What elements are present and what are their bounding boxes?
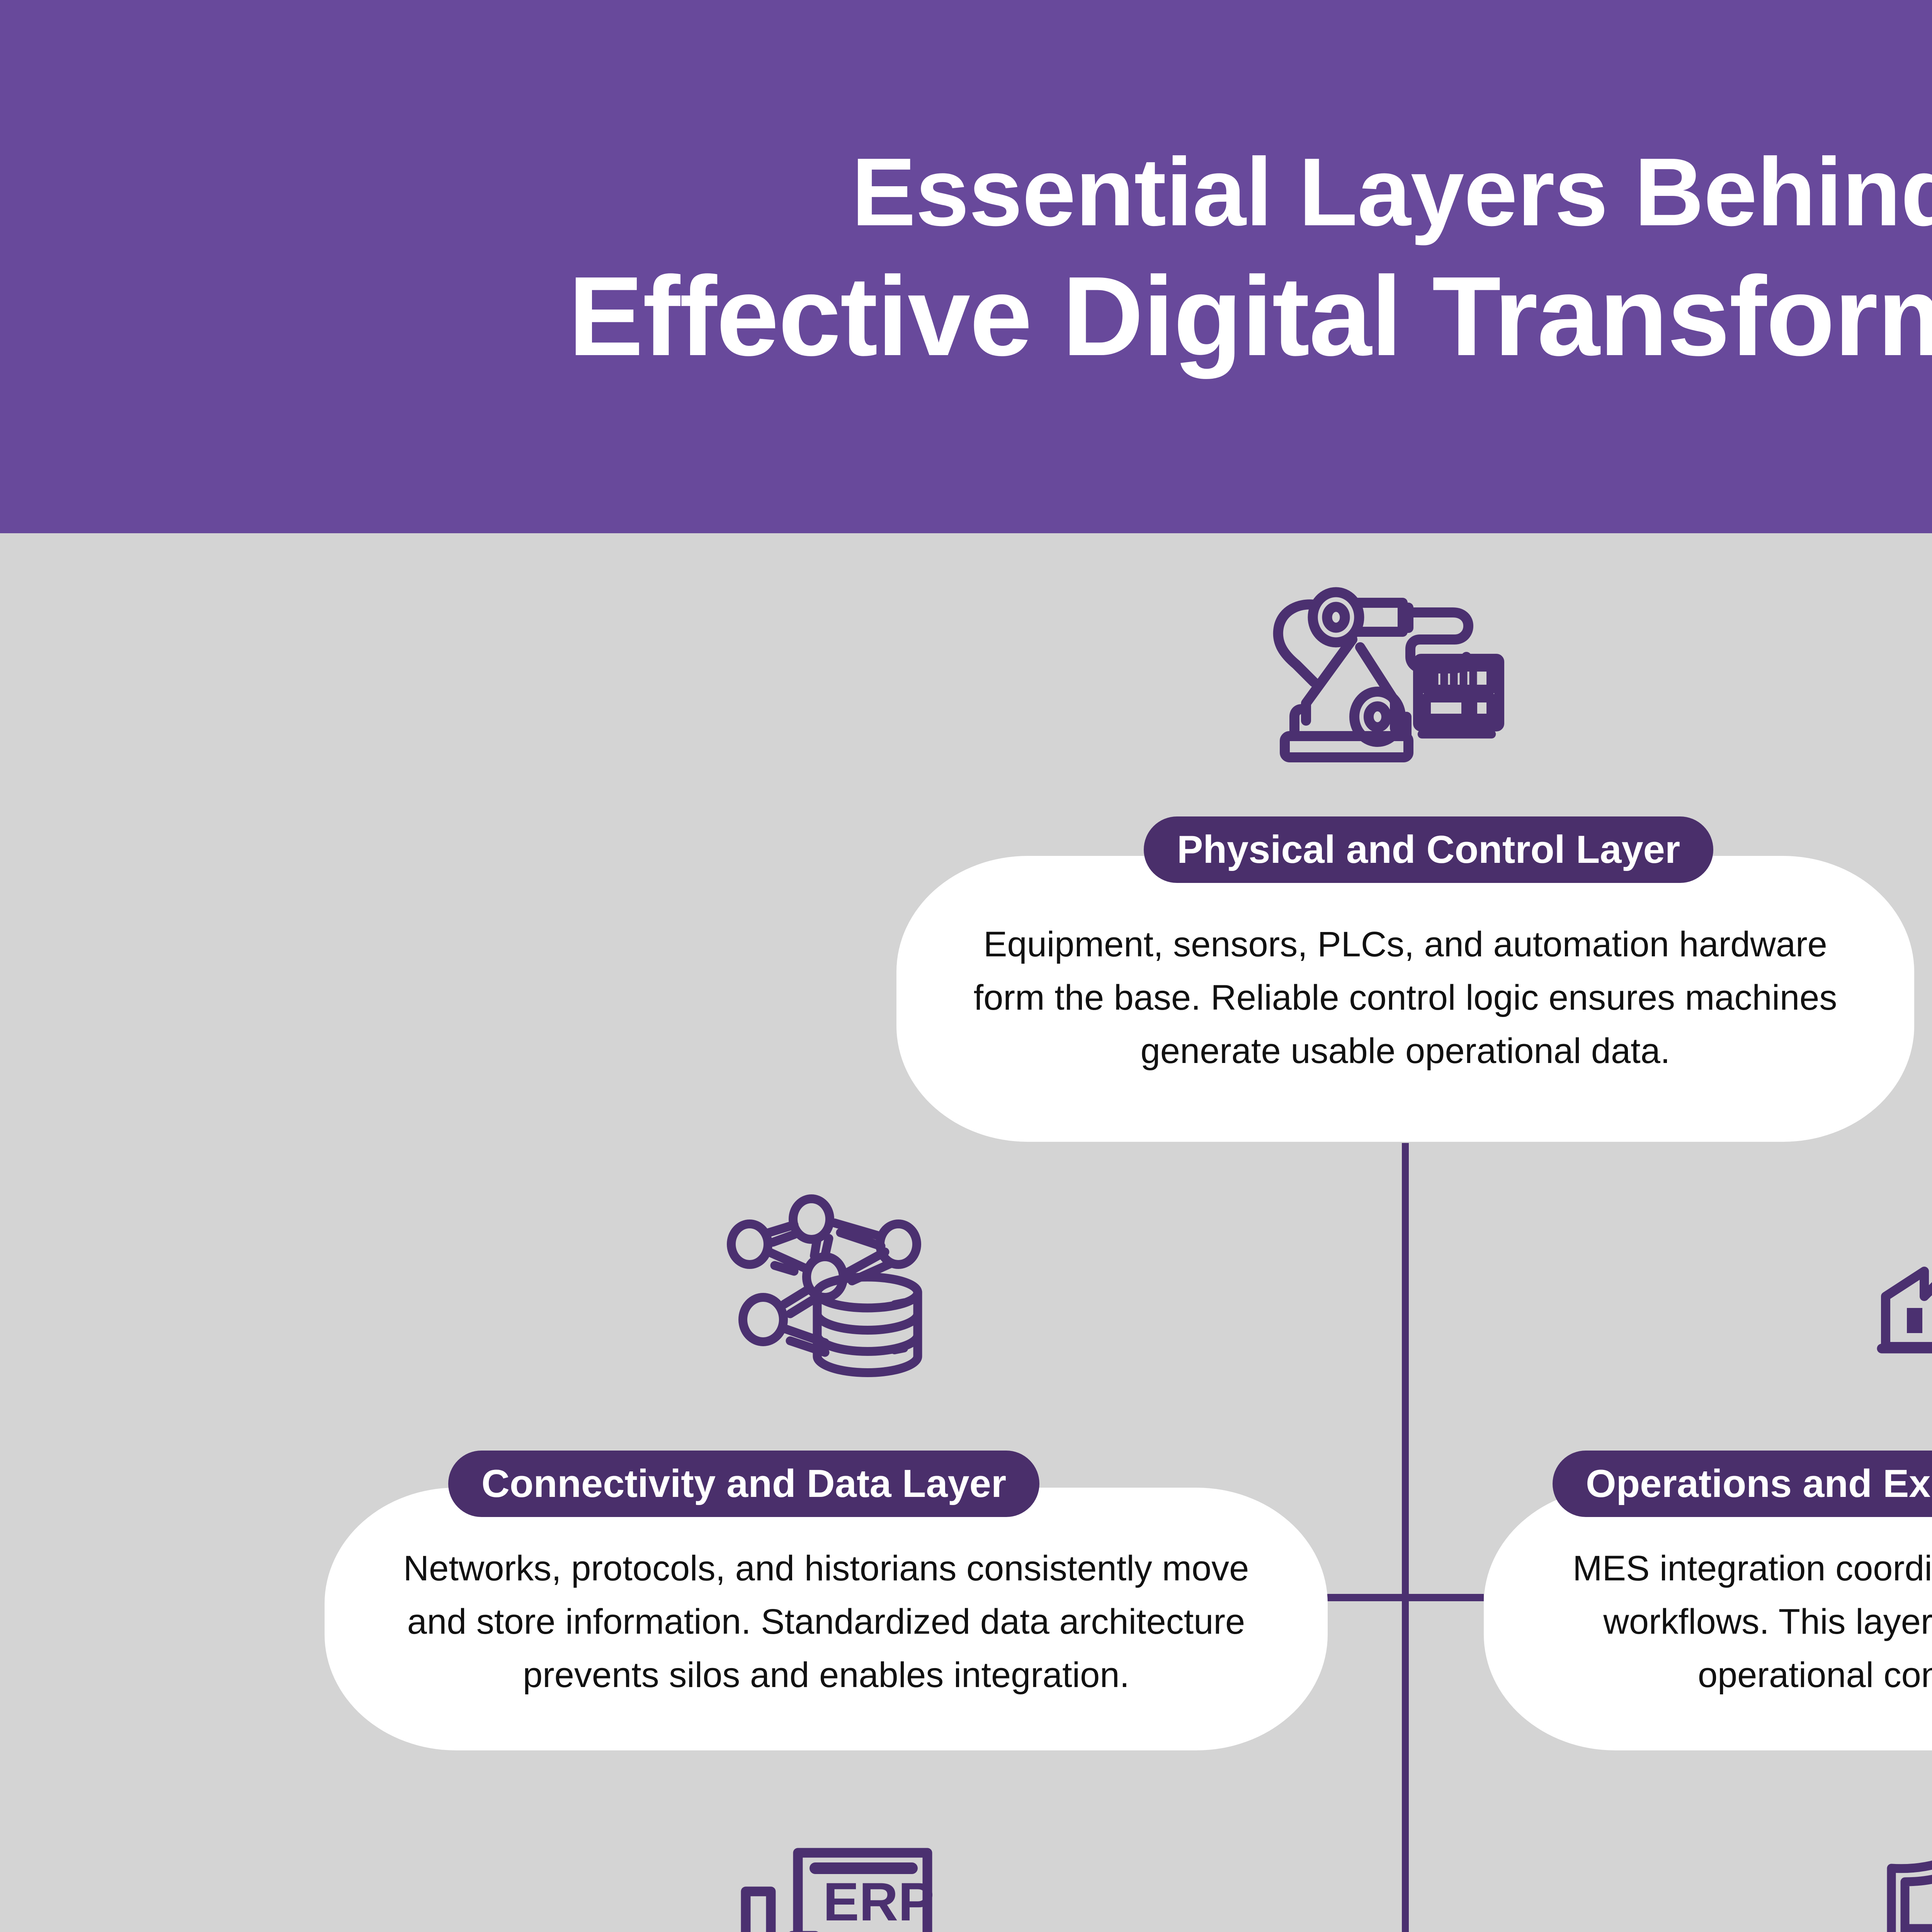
card-title-label: Connectivity and Data Layer (481, 1462, 1007, 1505)
card-title-pill: Operations and Execution Layer (1553, 1451, 1932, 1517)
card-title-label: Physical and Control Layer (1177, 828, 1680, 871)
erp-chart-icon: ERP (707, 1841, 947, 1932)
factory-clipboard-icon (1866, 1192, 1932, 1378)
card-body-text: Equipment, sensors, PLCs, and automation… (973, 925, 1837, 1071)
header-banner: Essential Layers Behind Effective Digita… (0, 0, 1932, 533)
card-connectivity-and-data-layer[interactable]: Connectivity and Data Layer Networks, pr… (325, 1451, 1328, 1750)
connector-horizontal-middle-row (1327, 1594, 1484, 1601)
card-title-label: Operations and Execution Layer (1586, 1462, 1932, 1505)
card-physical-and-control-layer[interactable]: Physical and Control Layer Equipment, se… (896, 816, 1914, 1142)
card-operations-and-execution-layer[interactable]: Operations and Execution Layer MES integ… (1484, 1451, 1932, 1750)
network-database-icon (717, 1192, 933, 1378)
card-title-pill: Connectivity and Data Layer (448, 1451, 1040, 1517)
connector-vertical-spine (1402, 1143, 1409, 1932)
page-title-line-2: Effective Digital Transformation (568, 253, 1932, 379)
card-body-text: Networks, protocols, and historians cons… (403, 1549, 1249, 1695)
svg-text:ERP: ERP (823, 1871, 934, 1932)
page-title-line-1: Essential Layers Behind (851, 138, 1932, 246)
card-background (896, 856, 1914, 1142)
card-background (1484, 1488, 1932, 1750)
card-body-text: MES integration coordinates scheduling, … (1572, 1549, 1932, 1695)
shield-gear-icon (1882, 1841, 1932, 1932)
robot-arm-icon (1267, 582, 1507, 763)
card-title-pill: Physical and Control Layer (1144, 816, 1714, 883)
card-background (325, 1488, 1328, 1750)
